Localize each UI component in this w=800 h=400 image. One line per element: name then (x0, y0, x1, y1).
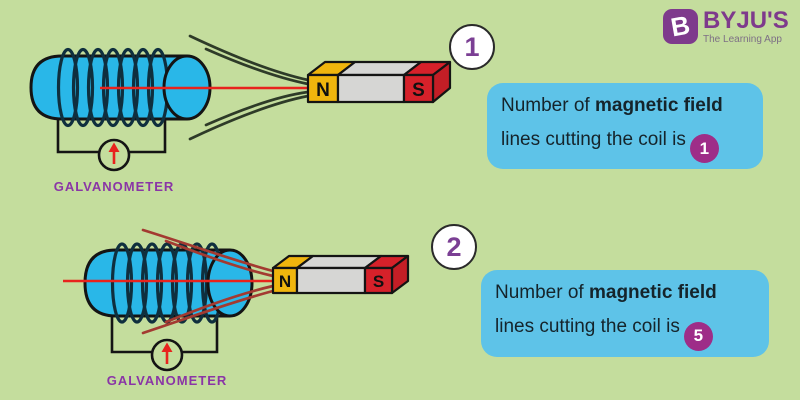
byjus-brand-name: BYJU'S (703, 7, 789, 34)
coil-loop (71, 47, 95, 128)
north-pole-label: N (279, 272, 291, 291)
south-pole-label: S (373, 272, 384, 291)
circuit-wire (110, 310, 153, 354)
magnet-south-pole (402, 73, 435, 104)
caption-line-1: Number of magnetic field (495, 276, 755, 310)
south-pole-label: S (412, 80, 425, 101)
byjus-monogram: B (668, 9, 693, 43)
field-line-cutting-coil (164, 239, 275, 278)
circuit-wire (128, 113, 167, 154)
coil-loop (170, 242, 194, 324)
byjus-logo-text: BYJU'S The Learning App (703, 7, 789, 46)
byjus-logo: B BYJU'S The Learning App (663, 9, 789, 45)
north-pole-label: N (316, 80, 330, 101)
field-line (188, 94, 310, 141)
byjus-logo-icon: B (663, 9, 698, 44)
bar-magnet: N S (271, 254, 410, 295)
count-badge: 5 (683, 321, 713, 351)
field-line-cutting-coil (164, 284, 275, 324)
caption-line-1: Number of magnetic field (501, 89, 749, 123)
caption-regular-text: lines cutting the coil is (501, 128, 686, 150)
coil-loop (125, 242, 149, 324)
field-line (188, 34, 310, 82)
diagram-1-number-text: 1 (464, 31, 480, 62)
caption-regular-text: Number of (495, 282, 589, 304)
caption-box-2: Number of magnetic field lines cutting t… (481, 270, 769, 357)
diagram-2-number-text: 2 (446, 231, 462, 262)
circuit-wire (56, 113, 100, 154)
circuit-wire (181, 310, 219, 354)
field-line-cutting-coil (141, 228, 275, 273)
coil-loop (110, 242, 134, 324)
coil-loop (140, 242, 164, 324)
caption-regular-text: lines cutting the coil is (495, 316, 680, 338)
count-badge: 1 (689, 134, 719, 164)
galvanometer-needle-tip (161, 342, 173, 352)
caption-bold-text: magnetic field (588, 282, 717, 304)
galvanometer-label: GALVANOMETER (53, 179, 175, 194)
field-line (204, 47, 310, 86)
magnet-middle (295, 266, 367, 295)
diagram-2-setup: N S (63, 228, 410, 372)
caption-bold-text: magnetic field (594, 94, 723, 116)
bar-magnet: N S (306, 60, 452, 104)
byjus-tagline: The Learning App (703, 34, 782, 45)
field-line-cutting-coil (141, 289, 275, 335)
magnet-middle (336, 73, 406, 104)
coil-loop (56, 47, 80, 128)
diagram-1-number: 1 (449, 24, 495, 70)
caption-box-1: Number of magnetic field lines cutting t… (487, 83, 763, 169)
galvanometer-label: GALVANOMETER (106, 373, 228, 388)
field-line (204, 90, 310, 127)
diagram-1-setup: N S (29, 34, 452, 172)
galvanometer-needle-tip (108, 142, 120, 152)
magnet-north-pole (306, 73, 340, 104)
magnet-south-pole (363, 266, 394, 295)
diagram-2-number: 2 (431, 224, 477, 270)
caption-regular-text: Number of (501, 94, 595, 116)
